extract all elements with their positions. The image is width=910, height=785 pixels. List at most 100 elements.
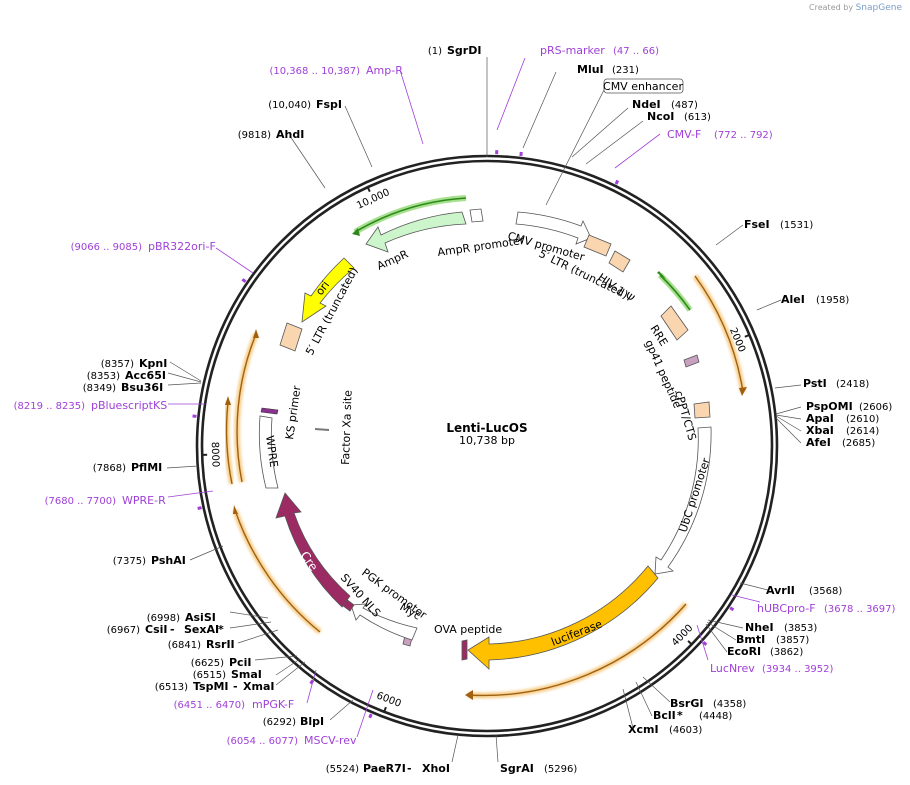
primer-mpgk-f[interactable]: mPGK-F <box>252 698 294 711</box>
tick-mark <box>366 185 371 193</box>
feature-ampr[interactable]: AmpR <box>375 247 411 272</box>
primer-pbr322ori-f[interactable]: pBR322ori-F <box>148 240 216 253</box>
enzyme-ahdi[interactable]: AhdI <box>276 128 304 141</box>
primer-range: (3678 .. 3697) <box>824 604 896 615</box>
arc-arrowheads <box>225 228 747 700</box>
hiv-psi-box <box>608 250 631 273</box>
enzyme-alei[interactable]: AleI <box>781 293 805 306</box>
tick-mark <box>744 333 751 338</box>
enzyme-avrii[interactable]: AvrII <box>766 584 795 597</box>
primer-amp-r[interactable]: Amp-R <box>366 64 403 77</box>
enzyme-ndei[interactable]: NdeI <box>632 98 661 111</box>
enzyme-pos: (7868) <box>93 463 126 474</box>
factor-xa-box <box>315 428 329 431</box>
feature-ampr-promoter[interactable]: AmpR promoter <box>437 234 526 259</box>
enzyme-pcii[interactable]: PciI <box>229 656 251 669</box>
enzyme-apai[interactable]: ApaI <box>806 412 834 425</box>
enzyme-sgrai[interactable]: SgrAI <box>500 762 534 775</box>
credit-prefix: Created by <box>809 3 854 12</box>
enzyme-asisi[interactable]: AsiSI <box>185 611 216 624</box>
enzyme-pshai[interactable]: PshAI <box>151 554 186 567</box>
cppt-box <box>693 401 711 419</box>
enzyme-nhei[interactable]: NheI <box>745 621 774 634</box>
enzyme-ncoi[interactable]: NcoI <box>647 110 674 123</box>
enzyme-fsei[interactable]: FseI <box>744 218 770 231</box>
feature-ks-primer[interactable]: KS primer <box>283 384 303 440</box>
enzyme-fspi[interactable]: FspI <box>316 98 342 111</box>
enzyme-tspmi[interactable]: TspMI <box>193 680 229 693</box>
primer-range: (9066 .. 9085) <box>71 242 143 253</box>
plasmid-size: 10,738 bp <box>459 434 515 447</box>
enzyme-pos: (1531) <box>780 220 813 231</box>
rre-box <box>660 305 689 341</box>
enzyme-acc65i[interactable]: Acc65I <box>125 369 166 382</box>
enzyme-xcmi[interactable]: XcmI <box>628 723 659 736</box>
primer-range: (6451 .. 6470) <box>174 700 246 711</box>
enzyme-kpni[interactable]: KpnI <box>139 357 167 370</box>
primer-range: (3934 .. 3952) <box>762 664 834 675</box>
enzyme-sexai[interactable]: SexAI <box>184 623 219 636</box>
primer-wpre-r[interactable]: WPRE-R <box>122 494 166 507</box>
enzyme-pos: (6841) <box>168 640 201 651</box>
primer-prs-marker[interactable]: pRS-marker <box>540 44 605 57</box>
enzyme-xmai[interactable]: XmaI <box>243 680 274 693</box>
feature-shapes <box>258 208 712 670</box>
primer-leaders <box>167 57 761 738</box>
enzyme-pos: (613) <box>684 112 711 123</box>
enzyme-bsrgi[interactable]: BsrGI <box>670 697 703 710</box>
enzyme-pos: (487) <box>671 100 698 111</box>
cmv-enhancer-box <box>603 78 684 94</box>
feature-factor-xa[interactable]: Factor Xa site <box>339 390 355 465</box>
enzyme-xhoi[interactable]: XhoI <box>422 762 450 775</box>
primer-cmv-f[interactable]: CMV-F <box>667 128 701 141</box>
enzyme-sgrdi[interactable]: SgrDI <box>447 44 481 57</box>
enzyme-blpi[interactable]: BlpI <box>300 715 324 728</box>
enzyme-paer7i[interactable]: PaeR7I <box>363 762 406 775</box>
primer-site-mark <box>614 179 620 185</box>
feature-cmv-enhancer[interactable]: CMV enhancer <box>603 80 683 93</box>
feature-ova[interactable]: OVA peptide <box>434 623 502 636</box>
enzyme-pos: (6292) <box>263 717 296 728</box>
enzyme-bmti[interactable]: BmtI <box>736 633 765 646</box>
enzyme-pos: (8349) <box>83 383 116 394</box>
feature-labels: CMV enhancer CMV promoter 5′ LTR (trunca… <box>263 78 713 649</box>
feature-ubc-promoter[interactable]: UbC promoter <box>676 456 712 534</box>
tick-mark <box>687 640 694 646</box>
enzyme-pos: (3568) <box>809 586 842 597</box>
enzyme-bsu36i[interactable]: Bsu36I <box>121 381 163 394</box>
enzyme-ecori[interactable]: EcoRI <box>727 645 761 658</box>
enzyme-pspomi[interactable]: PspOMI <box>806 400 853 413</box>
tick-label: 8000 <box>209 442 221 468</box>
wpre-arrow <box>258 415 279 489</box>
primer-marks <box>192 150 735 719</box>
ova-box <box>461 639 468 661</box>
enzyme-pflmi[interactable]: PflMI <box>131 461 162 474</box>
ltr5a-box <box>583 234 612 257</box>
cre-arrow <box>275 492 351 608</box>
primer-mscv-rev[interactable]: MSCV-rev <box>304 734 357 747</box>
enzyme-xbai[interactable]: XbaI <box>806 424 834 437</box>
enzyme-pos: (1) <box>428 46 442 57</box>
primer-site-mark <box>702 641 708 646</box>
enzyme-smai[interactable]: SmaI <box>231 668 262 681</box>
primer-pbluescriptks[interactable]: pBluescriptKS <box>91 399 167 412</box>
feature-wpre[interactable]: WPRE <box>263 435 280 469</box>
methylation-star: * <box>677 709 683 722</box>
primer-site-mark <box>309 679 315 685</box>
enzyme-afei[interactable]: AfeI <box>806 436 831 449</box>
enzyme-pos: (4358) <box>713 699 746 710</box>
primer-hubcpro-f[interactable]: hUBCpro-F <box>757 602 816 615</box>
enzyme-mlui[interactable]: MluI <box>577 63 604 76</box>
plasmid-name: Lenti-LucOS <box>446 421 527 435</box>
enzyme-pos: (2685) <box>842 438 875 449</box>
primer-lucnrev[interactable]: LucNrev <box>710 662 755 675</box>
luciferase-arrow <box>467 565 659 670</box>
enzyme-csii[interactable]: CsiI <box>145 623 167 636</box>
enzyme-psti[interactable]: PstI <box>803 377 827 390</box>
enzyme-pos: (9818) <box>238 130 271 141</box>
enzyme-rsrii[interactable]: RsrII <box>206 638 235 651</box>
enzyme-labels: (1) SgrDI MluI (231) NdeI (487) NcoI (61… <box>83 44 893 775</box>
enzyme-bcli[interactable]: BclI <box>653 709 676 722</box>
primer-labels: pRS-marker (47 .. 66) CMV-F (772 .. 792)… <box>14 44 896 747</box>
